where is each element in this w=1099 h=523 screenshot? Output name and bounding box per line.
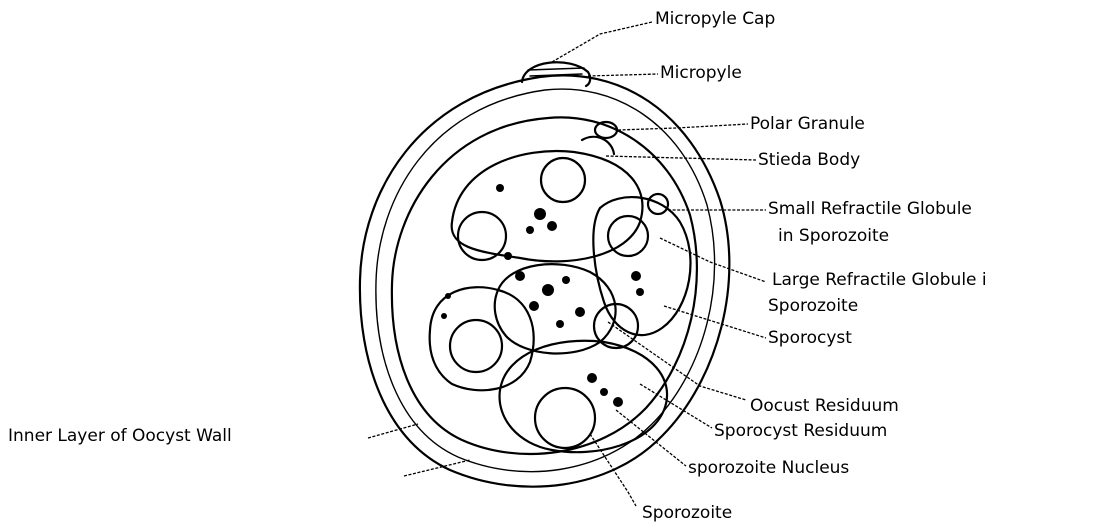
upper-sporocyst bbox=[452, 151, 643, 261]
label-sporocyst-residuum: Sporocyst Residuum bbox=[714, 421, 887, 441]
label-sporocyst: Sporocyst bbox=[768, 328, 852, 348]
lower-left-sporozoite-globule bbox=[450, 320, 502, 372]
central-sporocyst bbox=[495, 264, 616, 353]
label-large-refractile-globule: Large Refractile Globule i bbox=[772, 270, 987, 290]
leader-polar-granule bbox=[618, 124, 748, 130]
label-stieda-body: Stieda Body bbox=[758, 150, 860, 170]
label-micropyle-cap: Micropyle Cap bbox=[655, 9, 775, 29]
label-small-refractile-globule-line2: in Sporozoite bbox=[778, 226, 889, 246]
leader-inner-layer bbox=[368, 424, 418, 438]
leader-stieda-body bbox=[606, 156, 756, 160]
upper-sporozoite-globule bbox=[541, 158, 585, 202]
leader-sporozoite bbox=[590, 434, 636, 506]
label-polar-granule: Polar Granule bbox=[750, 114, 865, 134]
leader-sporozoite-nucleus bbox=[616, 410, 686, 466]
outer-oocyst-wall bbox=[360, 75, 729, 486]
leader-lines bbox=[368, 22, 766, 506]
leader-sporocyst bbox=[664, 306, 766, 338]
label-sporozoite: Sporozoite bbox=[642, 503, 732, 523]
micropyle-cap-hatch bbox=[528, 68, 584, 76]
left-sporozoite-globule bbox=[458, 212, 506, 260]
lower-sporocyst bbox=[500, 341, 668, 452]
label-oocyst-residuum: Oocust Residuum bbox=[750, 396, 899, 416]
label-inner-layer-oocyst-wall: Inner Layer of Oocyst Wall bbox=[8, 426, 232, 446]
leader-micropyle bbox=[588, 74, 658, 76]
stieda-body bbox=[582, 137, 614, 154]
lower-sporozoite-globule bbox=[535, 388, 595, 448]
label-micropyle: Micropyle bbox=[660, 63, 742, 83]
leader-large-globule bbox=[660, 238, 766, 282]
label-sporozoite-nucleus: sporozoite Nucleus bbox=[688, 458, 849, 478]
right-sporozoite-globule bbox=[608, 216, 648, 256]
label-small-refractile-globule: Small Refractile Globule bbox=[768, 199, 972, 219]
small-refractile-globule bbox=[648, 194, 668, 214]
leader-micropyle-cap bbox=[552, 22, 652, 62]
label-large-refractile-globule-line2: Sporozoite bbox=[768, 296, 858, 316]
lower-left-sporocyst bbox=[430, 287, 534, 390]
